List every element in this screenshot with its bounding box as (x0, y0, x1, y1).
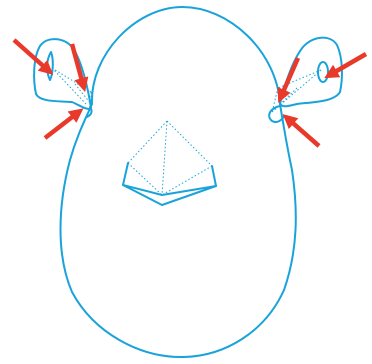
left-ear-inner-fold (47, 52, 53, 80)
head-outline (61, 7, 296, 357)
arrow-left-ear-upper (14, 40, 50, 72)
arrow-left-ear-lower (45, 111, 80, 138)
arrow-right-ear-top (280, 58, 298, 99)
nose-base-outline (123, 163, 216, 205)
right-ear-inner-fold (318, 62, 328, 82)
arrow-right-ear-lower (286, 117, 319, 146)
arrow-right-ear-upper (328, 54, 366, 76)
nose-landmark-lines (128, 121, 212, 195)
